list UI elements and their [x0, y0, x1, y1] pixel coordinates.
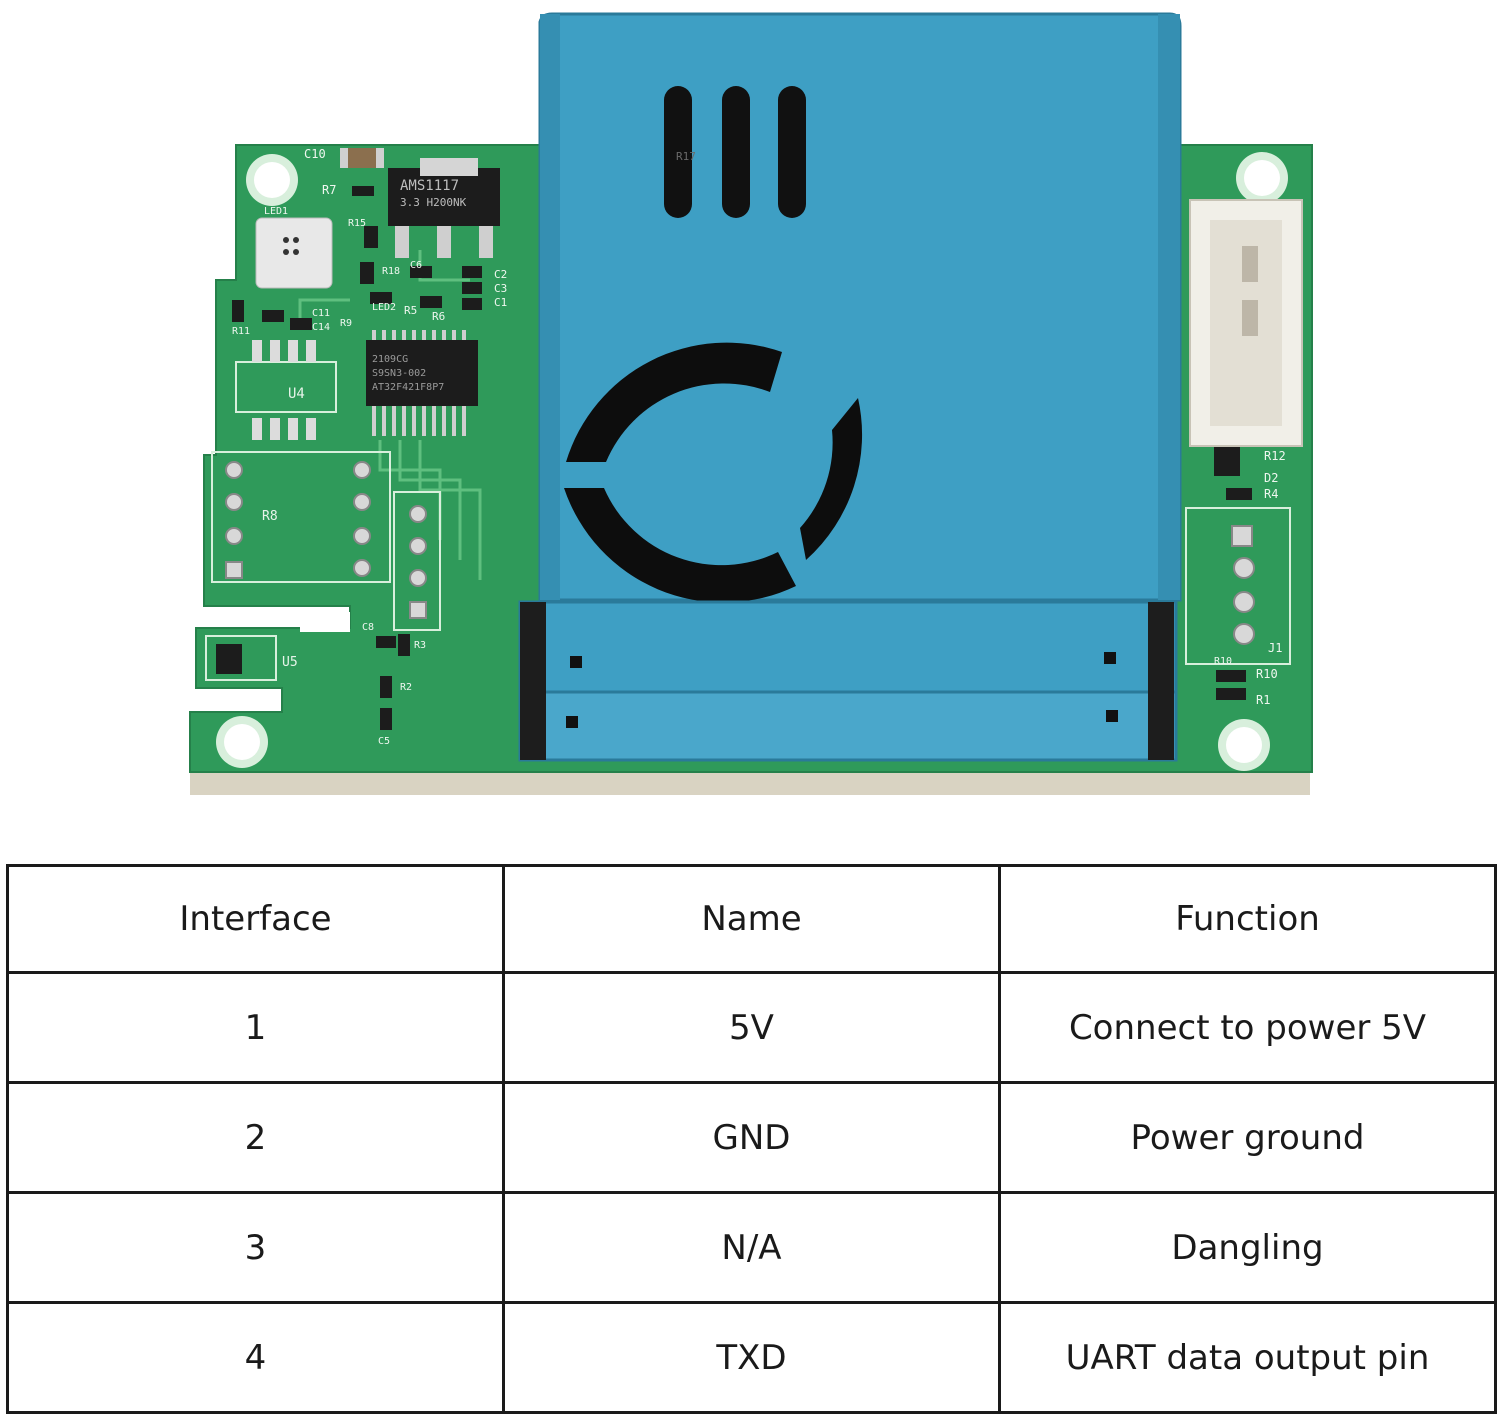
mcu-marking-1: 2109CG	[372, 354, 408, 365]
shield-lower-plate-1	[518, 600, 1178, 696]
table-header-row: Interface Name Function	[6, 864, 1497, 974]
mounting-hole-center	[254, 162, 290, 198]
vent-slot-2	[722, 86, 750, 218]
cell-function: Dangling	[998, 1191, 1497, 1304]
mcu-marking-3: AT32F421F8P7	[372, 382, 444, 393]
header-function: Function	[998, 864, 1497, 974]
left-pads	[225, 461, 371, 579]
label-c8: C8	[362, 622, 374, 633]
shield-left-edge	[540, 14, 560, 600]
label-c3: C3	[494, 282, 507, 295]
cell-name: N/A	[502, 1191, 1001, 1304]
regulator-sublabel: 3.3 H200NK	[400, 196, 467, 209]
label-r10-small: R10	[1214, 656, 1232, 667]
fan-opening-arc-right	[800, 398, 863, 560]
sensor-module-photo: AMS1117 3.3 H200NK U4	[189, 12, 1313, 795]
cell-interface: 4	[6, 1301, 505, 1414]
label-r15: R15	[348, 218, 366, 229]
pcb-edge	[190, 770, 1310, 795]
label-c11: C11	[312, 308, 330, 319]
label-r7: R7	[322, 183, 336, 197]
u5-outline	[205, 635, 277, 681]
table-row: 3 N/A Dangling	[6, 1191, 1497, 1304]
shield-lower-left-edge	[520, 602, 546, 760]
table-row: 1 5V Connect to power 5V	[6, 971, 1497, 1084]
cell-function: Power ground	[998, 1081, 1497, 1194]
cell-name: 5V	[502, 971, 1001, 1084]
label-r12: R12	[1264, 449, 1286, 463]
j1-outline	[1185, 507, 1291, 665]
regulator-chip	[388, 168, 500, 226]
mounting-hole-center	[1244, 160, 1280, 196]
pin-definition-table: Interface Name Function 1 5V Connect to …	[6, 864, 1497, 1414]
fan-opening-arc-top	[566, 342, 782, 462]
shield-rivet	[570, 656, 582, 668]
cell-name: TXD	[502, 1301, 1001, 1414]
label-led2: LED2	[372, 302, 396, 313]
cell-function: UART data output pin	[998, 1301, 1497, 1414]
label-led1: LED1	[264, 206, 288, 217]
label-r6: R6	[432, 310, 445, 323]
label-r10: R10	[1256, 667, 1278, 681]
u4-pads	[252, 340, 316, 440]
regulator-label: AMS1117	[400, 178, 459, 194]
r8-label: R8	[262, 509, 278, 524]
u5-chip	[216, 644, 242, 674]
label-j1: J1	[1268, 641, 1282, 655]
header-interface: Interface	[6, 864, 505, 974]
capacitor-c10	[340, 148, 384, 168]
mounting-hole-center	[224, 724, 260, 760]
vent-slot-1	[664, 86, 692, 218]
label-r2: R2	[400, 682, 412, 693]
cell-name: GND	[502, 1081, 1001, 1194]
regulator-tab	[420, 158, 478, 176]
fan-opening-arc-bottom	[564, 488, 796, 603]
label-c5: C5	[378, 736, 390, 747]
cell-interface: 1	[6, 971, 505, 1084]
shield-rivet	[1106, 710, 1118, 722]
label-c10: C10	[304, 147, 326, 161]
label-r18: R18	[382, 266, 400, 277]
cell-function: Connect to power 5V	[998, 971, 1497, 1084]
table-row: 2 GND Power ground	[6, 1081, 1497, 1194]
mcu-chip	[366, 340, 478, 406]
label-r5: R5	[404, 304, 417, 317]
header-pads	[409, 505, 427, 619]
shield-rivet	[1104, 652, 1116, 664]
u4-outline	[235, 361, 337, 413]
header-name: Name	[502, 864, 1001, 974]
label-r1: R1	[1256, 693, 1270, 707]
label-r3: R3	[414, 640, 426, 651]
pcb-slot	[300, 612, 350, 632]
r8-outline	[211, 451, 391, 583]
label-c1: C1	[494, 296, 507, 309]
label-c14: C14	[312, 322, 330, 333]
mounting-hole-center	[1226, 727, 1262, 763]
label-c2: C2	[494, 268, 507, 281]
cell-interface: 2	[6, 1081, 505, 1194]
label-r4: R4	[1264, 487, 1278, 501]
header-outline	[393, 491, 441, 631]
label-r11: R11	[232, 326, 250, 337]
table-row: 4 TXD UART data output pin	[6, 1301, 1497, 1414]
cell-interface: 3	[6, 1191, 505, 1304]
label-c6: C6	[410, 260, 422, 271]
smd-components	[232, 186, 1252, 730]
shield-right-edge	[1158, 14, 1180, 600]
vent-slot-3	[778, 86, 806, 218]
j1-pads	[1231, 525, 1255, 645]
mcu-marking-2: S9SN3-002	[372, 368, 426, 379]
metal-shield	[538, 12, 1182, 602]
shield-lower-plate-2	[518, 690, 1178, 762]
label-r17: R17	[676, 150, 696, 163]
label-r9: R9	[340, 318, 352, 329]
u5-label: U5	[282, 655, 298, 670]
label-d2: D2	[1264, 471, 1278, 485]
u4-label: U4	[288, 386, 305, 402]
shield-rivet	[566, 716, 578, 728]
shield-lower-right-edge	[1148, 602, 1174, 760]
